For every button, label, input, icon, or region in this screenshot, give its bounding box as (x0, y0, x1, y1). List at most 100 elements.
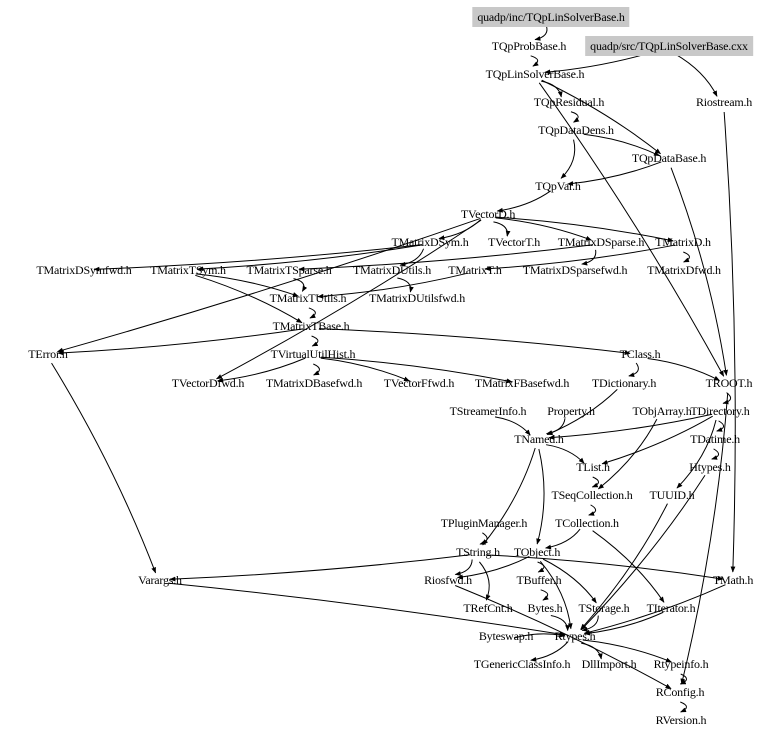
node-rversion[interactable]: RVersion.h (655, 713, 707, 727)
node-mdfwd[interactable]: TMatrixDfwd.h (647, 263, 721, 277)
edge-tclass-to-troot (647, 357, 721, 381)
node-mdsymfwd[interactable]: TMatrixDSymfwd.h (36, 263, 132, 277)
node-mdbasefwd[interactable]: TMatrixDBasefwd.h (265, 376, 363, 390)
node-vectord[interactable]: TVectorD.h (460, 207, 516, 221)
edge-vuh-to-vffwd (320, 357, 410, 382)
node-riosfwd[interactable]: Riosfwd.h (424, 573, 472, 587)
node-tnamed[interactable]: TNamed.h (514, 432, 564, 446)
edge-datadens-to-database (583, 133, 660, 157)
edge-tstring-to-riosfwd (454, 559, 473, 576)
node-terror[interactable]: TError.h (28, 347, 68, 361)
edge-tmath-to-rtypes (583, 584, 726, 635)
node-mtutils[interactable]: TMatrixTUtils.h (269, 291, 347, 305)
edge-property-to-tnamed (545, 418, 566, 436)
node-rtypeinfo[interactable]: Rtypeinfo.h (653, 657, 709, 671)
node-dllimport[interactable]: DllImport.h (581, 657, 637, 671)
node-mdutilsfwd[interactable]: TMatrixDUtilsfwd.h (368, 291, 466, 305)
node-tobjarray[interactable]: TObjArray.h (632, 404, 692, 418)
node-tstorage[interactable]: TStorage.h (578, 601, 630, 615)
node-vffwd[interactable]: TVectorFfwd.h (383, 376, 455, 390)
edge-md-to-mt (484, 244, 676, 271)
node-vdfwd[interactable]: TVectorDfwd.h (171, 376, 245, 390)
node-htypes[interactable]: Htypes.h (689, 460, 731, 474)
edge-tlist-to-tseqcoll (591, 476, 600, 488)
node-vectort[interactable]: TVectorT.h (487, 235, 541, 249)
node-tdir[interactable]: TDirectory.h (690, 404, 750, 418)
node-datadens[interactable]: TQpDataDens.h (538, 123, 614, 137)
node-tplugin[interactable]: TPluginManager.h (440, 516, 528, 530)
edge-bytes-to-rtypes (550, 614, 570, 632)
node-byteswap[interactable]: Byteswap.h (478, 629, 534, 643)
edge-mtsparse-to-mtutils (293, 278, 308, 292)
edge-tbuffer-to-bytes (540, 589, 549, 601)
node-mdsparse[interactable]: TMatrixDSparse.h (557, 235, 645, 249)
root-node-cxx[interactable]: quadp/src/TQpLinSolverBase.cxx (585, 36, 753, 56)
node-mdutils[interactable]: TMatrixDUtils.h (353, 263, 431, 277)
node-tclass[interactable]: TClass.h (619, 347, 661, 361)
edge-rconfig-to-rversion (680, 701, 687, 713)
edge-tseqcoll-to-tcoll (588, 504, 597, 516)
edge-vectord-to-vectort (493, 221, 511, 237)
edge-tclass-to-tdict (628, 362, 639, 377)
node-database[interactable]: TQpDataBase.h (631, 151, 707, 165)
edge-tobject-to-tstorage (542, 558, 597, 604)
node-tobject[interactable]: TObject.h (513, 545, 561, 559)
node-qpvar[interactable]: TQpVar.h (535, 179, 581, 193)
node-vuh[interactable]: TVirtualUtilHist.h (270, 347, 356, 361)
node-trefcnt[interactable]: TRefCnt.h (463, 601, 513, 615)
node-probbase[interactable]: TQpProbBase.h (491, 39, 567, 53)
edge-mtbase-to-terror (57, 328, 304, 356)
node-mdsparsefwd[interactable]: TMatrixDSparsefwd.h (522, 263, 628, 277)
edge-mdsym-to-mdutils (399, 248, 425, 267)
node-mtsym[interactable]: TMatrixTSym.h (150, 263, 226, 277)
edge-mtbase-to-tclass (318, 328, 631, 356)
node-troot[interactable]: TROOT.h (705, 376, 753, 390)
node-tbuffer[interactable]: TBuffer.h (516, 573, 562, 587)
node-tdict[interactable]: TDictionary.h (591, 376, 657, 390)
edge-byteswap-to-rtypes (513, 632, 566, 639)
root-node-inc[interactable]: quadp/inc/TQpLinSolverBase.h (472, 7, 630, 27)
edge-mt-to-mtutils (317, 272, 468, 299)
node-tdatime[interactable]: TDatime.h (690, 432, 740, 446)
edge-mtbase-to-vuh (311, 335, 319, 347)
node-residual[interactable]: TQpResidual.h (533, 95, 605, 109)
node-tgci[interactable]: TGenericClassInfo.h (473, 657, 571, 671)
edge-database-to-troot (670, 167, 728, 376)
node-mdsym[interactable]: TMatrixDSym.h (391, 235, 469, 249)
node-tstring[interactable]: TString.h (456, 545, 500, 559)
node-tseqcoll[interactable]: TSeqCollection.h (551, 488, 633, 502)
edge-mtsym-to-mtutils (195, 273, 299, 297)
edge-linsolver-to-database (541, 79, 661, 155)
node-mfbasefwd[interactable]: TMatrixFBasefwd.h (474, 376, 570, 390)
edge-rtypes-to-tgci (530, 641, 569, 662)
node-property[interactable]: Property.h (547, 404, 595, 418)
edge-terror-to-varargs (51, 362, 157, 574)
node-mtsparse[interactable]: TMatrixTSparse.h (246, 263, 332, 277)
node-bytes[interactable]: Bytes.h (527, 601, 563, 615)
edge-tobject-to-riosfwd (456, 555, 530, 580)
edge-vectord-to-terror (56, 217, 481, 353)
edge-qpvar-to-vectord (496, 190, 551, 213)
edge-tdir-to-tlist (601, 415, 713, 465)
node-tuuid[interactable]: TUUID.h (649, 488, 695, 502)
edge-mdutils-to-mdutilsfwd (397, 277, 414, 293)
node-mt[interactable]: TMatrixT.h (448, 263, 502, 277)
node-tmath[interactable]: TMath.h (712, 573, 754, 587)
node-titer[interactable]: TIterator.h (646, 601, 696, 615)
node-tlist[interactable]: TList.h (576, 460, 610, 474)
node-md[interactable]: TMatrixD.h (655, 235, 711, 249)
node-mtbase[interactable]: TMatrixTBase.h (272, 319, 350, 333)
edge-mdsparse-to-mtsparse (298, 244, 594, 272)
node-riostream[interactable]: Riostream.h (695, 95, 753, 109)
edge-titer-to-rtypes (584, 611, 664, 636)
edge-vuh-to-mfbasefwd (320, 356, 513, 384)
edge-residual-to-datadens (570, 111, 580, 123)
node-varargs[interactable]: Varargs.h (138, 573, 182, 587)
edge-database-to-qpvar (567, 161, 662, 186)
node-rtypes[interactable]: Rtypes.h (554, 629, 596, 643)
edge-tsinfo-to-tnamed (494, 416, 531, 436)
node-rconfig[interactable]: RConfig.h (655, 685, 705, 699)
node-tcoll[interactable]: TCollection.h (555, 516, 619, 530)
node-tsinfo[interactable]: TStreamerInfo.h (449, 404, 527, 418)
node-linsolver[interactable]: TQpLinSolverBase.h (485, 67, 585, 81)
